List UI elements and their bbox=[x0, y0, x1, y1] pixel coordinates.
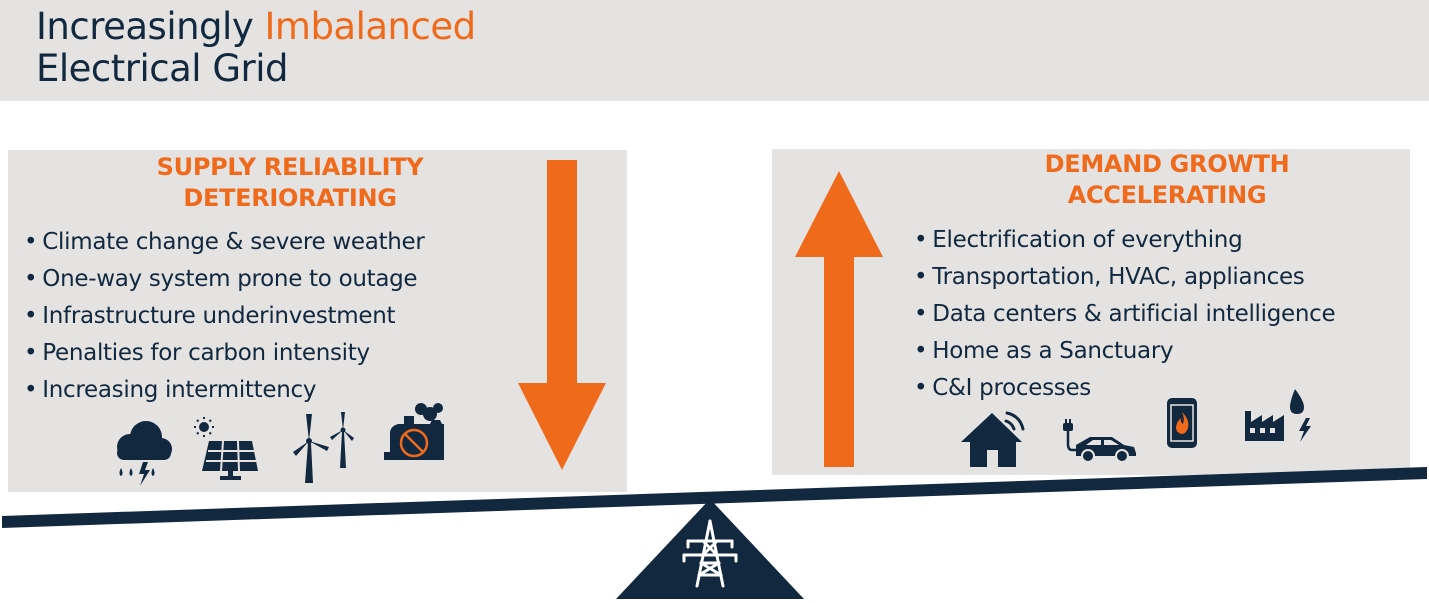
smart-home-icon bbox=[961, 411, 1025, 467]
list-item: Data centers & artificial intelligence bbox=[914, 296, 1335, 333]
coal-plant-banned-icon bbox=[384, 403, 444, 460]
supply-panel: SUPPLY RELIABILITY DETERIORATING Climate … bbox=[8, 150, 627, 492]
list-item: Increasing intermittency bbox=[24, 372, 425, 409]
electric-car-icon bbox=[1063, 419, 1136, 463]
demand-heading-line1: DEMAND GROWTH bbox=[1044, 150, 1290, 178]
list-item: Home as a Sanctuary bbox=[914, 333, 1335, 370]
list-item: Electrification of everything bbox=[914, 222, 1335, 259]
supply-heading: SUPPLY RELIABILITY DETERIORATING bbox=[108, 152, 472, 214]
demand-panel: DEMAND GROWTH ACCELERATING Electrificatio… bbox=[772, 149, 1410, 475]
list-item: Penalties for carbon intensity bbox=[24, 335, 425, 372]
supply-heading-line2: DETERIORATING bbox=[183, 184, 397, 212]
list-item: Climate change & severe weather bbox=[24, 224, 425, 261]
title-prefix: Increasingly bbox=[36, 5, 254, 48]
supply-heading-line1: SUPPLY RELIABILITY bbox=[156, 153, 424, 181]
title-line2: Electrical Grid bbox=[36, 47, 288, 90]
list-item: C&I processes bbox=[914, 370, 1335, 407]
seesaw-beam bbox=[2, 467, 1427, 528]
phone-fire-icon bbox=[1167, 398, 1197, 448]
factory-power-icon bbox=[1245, 389, 1311, 442]
wind-turbine-icon bbox=[293, 412, 354, 483]
solar-panel-icon bbox=[194, 417, 258, 480]
power-tower-icon bbox=[682, 519, 738, 588]
title-accent: Imbalanced bbox=[264, 5, 476, 48]
storm-cloud-icon bbox=[117, 421, 172, 486]
demand-list: Electrification of everything Transporta… bbox=[914, 222, 1335, 407]
list-item: One-way system prone to outage bbox=[24, 261, 425, 298]
list-item: Infrastructure underinvestment bbox=[24, 298, 425, 335]
demand-up-arrow bbox=[795, 171, 883, 467]
supply-down-arrow bbox=[518, 160, 606, 470]
fulcrum bbox=[616, 499, 804, 599]
demand-heading-line2: ACCELERATING bbox=[1067, 181, 1267, 209]
demand-heading: DEMAND GROWTH ACCELERATING bbox=[1002, 149, 1332, 211]
list-item: Transportation, HVAC, appliances bbox=[914, 259, 1335, 296]
supply-list: Climate change & severe weather One-way … bbox=[24, 224, 425, 409]
